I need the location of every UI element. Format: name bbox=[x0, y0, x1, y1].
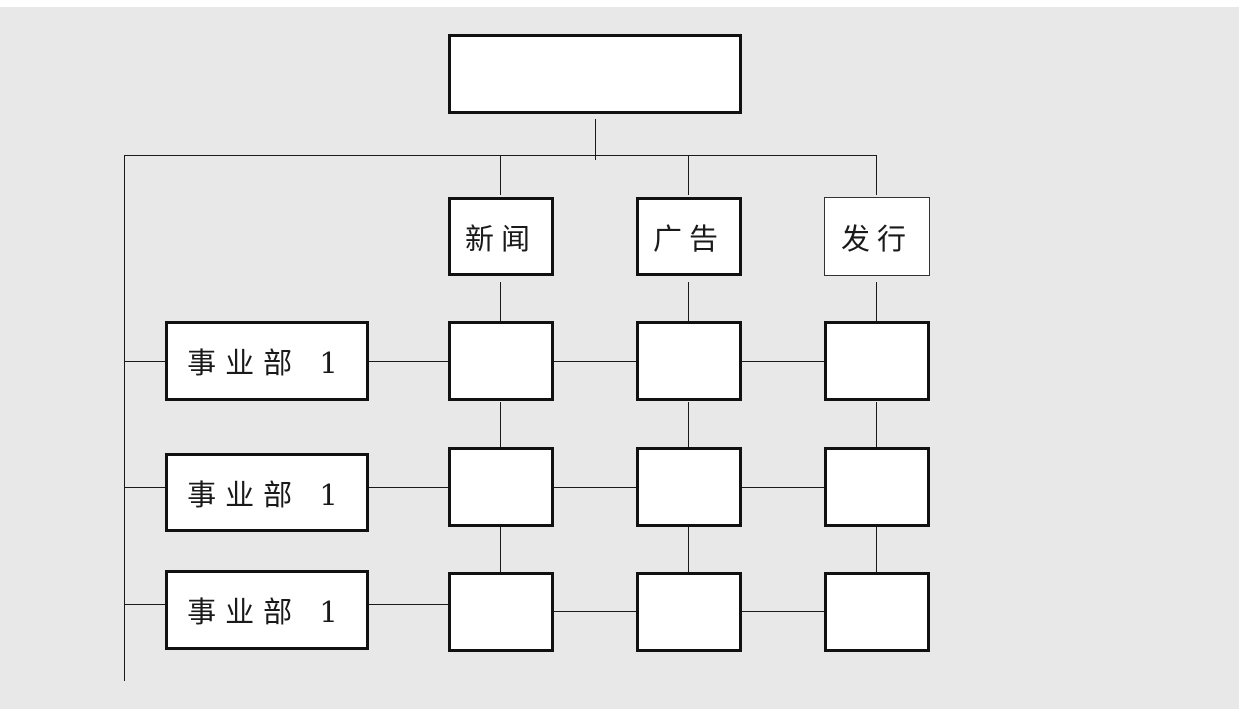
connector-line bbox=[500, 282, 501, 322]
connector-line bbox=[368, 604, 448, 605]
connector-line bbox=[741, 487, 825, 488]
business-unit-label: 事业部 1 bbox=[187, 477, 347, 512]
grid-cell bbox=[448, 572, 554, 652]
connector-line bbox=[124, 604, 166, 605]
connector-line bbox=[595, 119, 596, 160]
connector-line bbox=[500, 527, 501, 572]
connector-line bbox=[741, 611, 825, 612]
function-box-news: 新闻 bbox=[448, 197, 554, 276]
connector-line bbox=[876, 402, 877, 447]
connector-line bbox=[124, 155, 125, 681]
connector-line bbox=[876, 282, 877, 322]
grid-cell bbox=[448, 447, 554, 527]
diagram-canvas: 新闻 广告 发行 事业部 1 事业部 1 事业部 1 bbox=[0, 7, 1239, 709]
business-unit-box: 事业部 1 bbox=[165, 453, 369, 532]
function-label: 新闻 bbox=[464, 221, 537, 256]
business-unit-label: 事业部 1 bbox=[187, 595, 347, 629]
connector-line bbox=[500, 402, 501, 447]
top-box bbox=[448, 34, 742, 114]
connector-line bbox=[553, 487, 637, 488]
connector-line bbox=[688, 527, 689, 572]
connector-line bbox=[368, 487, 448, 488]
grid-cell bbox=[448, 321, 554, 401]
connector-line bbox=[553, 611, 637, 612]
connector-line bbox=[124, 361, 166, 362]
function-box-advertising: 广告 bbox=[636, 197, 742, 276]
grid-cell bbox=[824, 447, 930, 527]
connector-line bbox=[500, 155, 501, 195]
grid-cell bbox=[636, 321, 742, 401]
connector-line bbox=[553, 361, 637, 362]
connector-line bbox=[876, 527, 877, 572]
connector-line bbox=[688, 402, 689, 447]
grid-cell bbox=[636, 572, 742, 652]
grid-cell bbox=[636, 447, 742, 527]
connector-line bbox=[688, 155, 689, 195]
function-box-distribution: 发行 bbox=[824, 197, 930, 276]
grid-cell bbox=[824, 572, 930, 652]
connector-line bbox=[876, 155, 877, 195]
connector-line bbox=[368, 361, 448, 362]
business-unit-box: 事业部 1 bbox=[165, 321, 369, 401]
connector-line bbox=[741, 361, 825, 362]
connector-line bbox=[688, 282, 689, 322]
function-label: 发行 bbox=[840, 221, 913, 256]
function-label: 广告 bbox=[652, 221, 725, 256]
grid-cell bbox=[824, 321, 930, 401]
business-unit-box: 事业部 1 bbox=[165, 570, 369, 650]
business-unit-label: 事业部 1 bbox=[187, 346, 347, 380]
connector-line bbox=[124, 487, 166, 488]
